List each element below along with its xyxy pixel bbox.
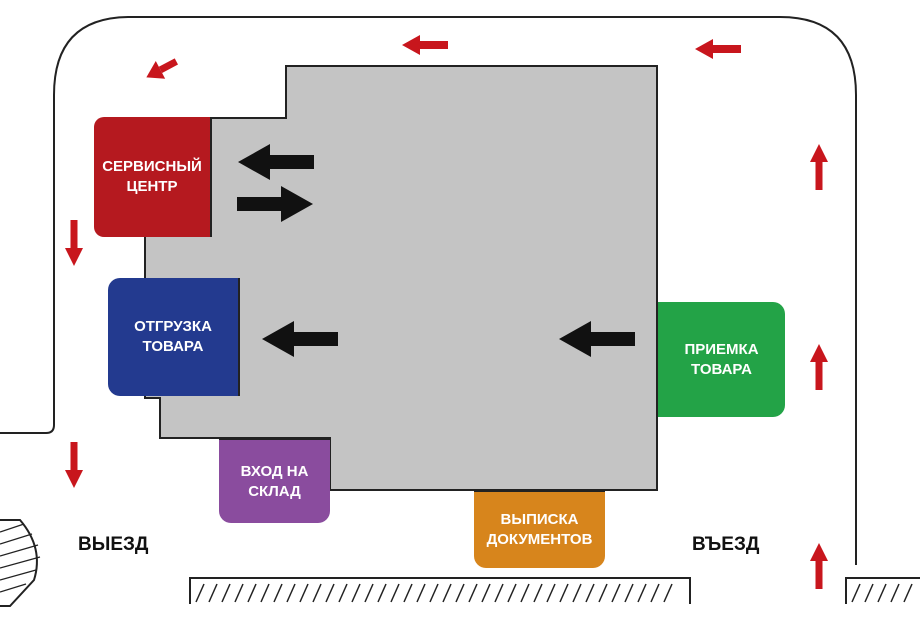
flow-arrow-from-service <box>237 186 313 222</box>
traffic-arrow-top-left <box>146 58 179 79</box>
exit-label: ВЫЕЗД <box>78 534 149 555</box>
traffic-arrow-right-up-2 <box>810 344 828 390</box>
traffic-arrow-right-up-3 <box>810 543 828 589</box>
road-boundary <box>0 16 857 565</box>
flow-arrow-to-shipping <box>262 321 338 357</box>
traffic-arrow-top-mid <box>402 35 448 55</box>
entry-label: ВЪЕЗД <box>692 534 760 555</box>
zone-documents: ВЫПИСКА ДОКУМЕНТОВ <box>474 490 605 568</box>
traffic-arrow-right-up-1 <box>810 144 828 190</box>
zone-shipping: ОТГРУЗКА ТОВАРА <box>108 278 240 396</box>
sidewalk-hatch-main <box>189 577 691 604</box>
sidewalk-hatch-right <box>845 577 920 604</box>
traffic-arrow-top-right <box>695 39 741 59</box>
flow-arrow-to-service <box>238 144 314 180</box>
flow-arrow-from-receiving <box>559 321 635 357</box>
zone-service-center: СЕРВИСНЫЙ ЦЕНТР <box>94 117 212 237</box>
traffic-arrow-left-down-1 <box>65 220 83 266</box>
zone-warehouse-entrance: ВХОД НА СКЛАД <box>219 438 330 523</box>
zone-receiving: ПРИЕМКА ТОВАРА <box>656 302 785 417</box>
corner-hatch <box>0 519 41 607</box>
traffic-arrow-left-down-2 <box>65 442 83 488</box>
